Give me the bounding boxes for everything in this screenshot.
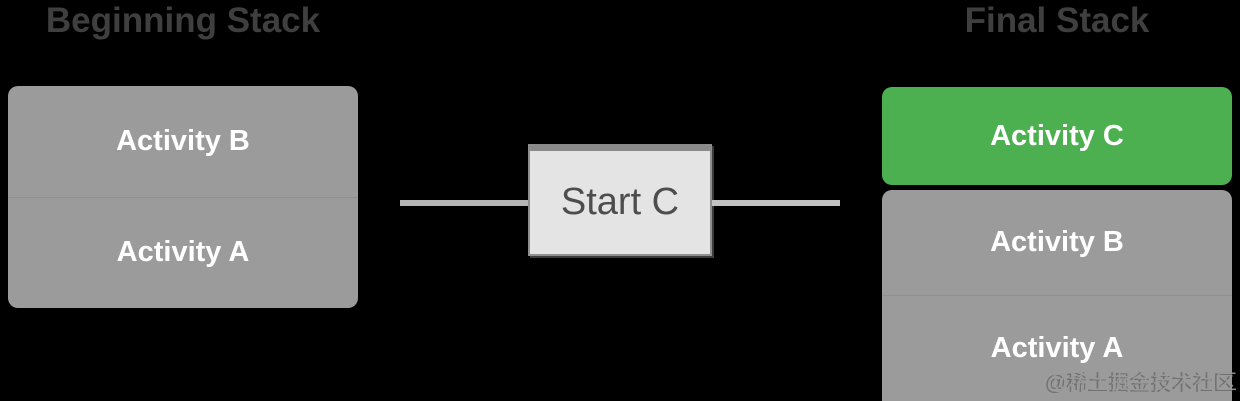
start-c-label: Start C: [560, 181, 680, 223]
start-c-box: Start C: [528, 144, 712, 256]
activity-b-final-label: Activity B: [990, 226, 1124, 258]
beginning-stack-card: Activity B Activity A: [8, 86, 358, 308]
stack-item-activity-c-highlighted: Activity C: [882, 87, 1232, 185]
final-stack-card: Activity B Activity A: [882, 190, 1232, 401]
stack-item-activity-b-final: Activity B: [882, 190, 1232, 295]
juejin-watermark: @稀土掘金技术社区: [1047, 371, 1237, 394]
stack-item-activity-a-final: Activity A: [882, 295, 1232, 401]
connector-line-right: [712, 200, 840, 206]
connector-line-left: [400, 200, 528, 206]
stack-item-activity-b: Activity B: [8, 86, 358, 197]
activity-c-label: Activity C: [990, 119, 1124, 152]
activity-a-final-label: Activity A: [990, 332, 1124, 364]
beginning-stack-heading: Beginning Stack: [45, 1, 321, 40]
activity-b-label: Activity B: [116, 124, 250, 157]
final-stack-heading: Final Stack: [964, 1, 1150, 40]
stack-item-activity-a: Activity A: [8, 196, 358, 309]
activity-a-label: Activity A: [116, 236, 250, 269]
